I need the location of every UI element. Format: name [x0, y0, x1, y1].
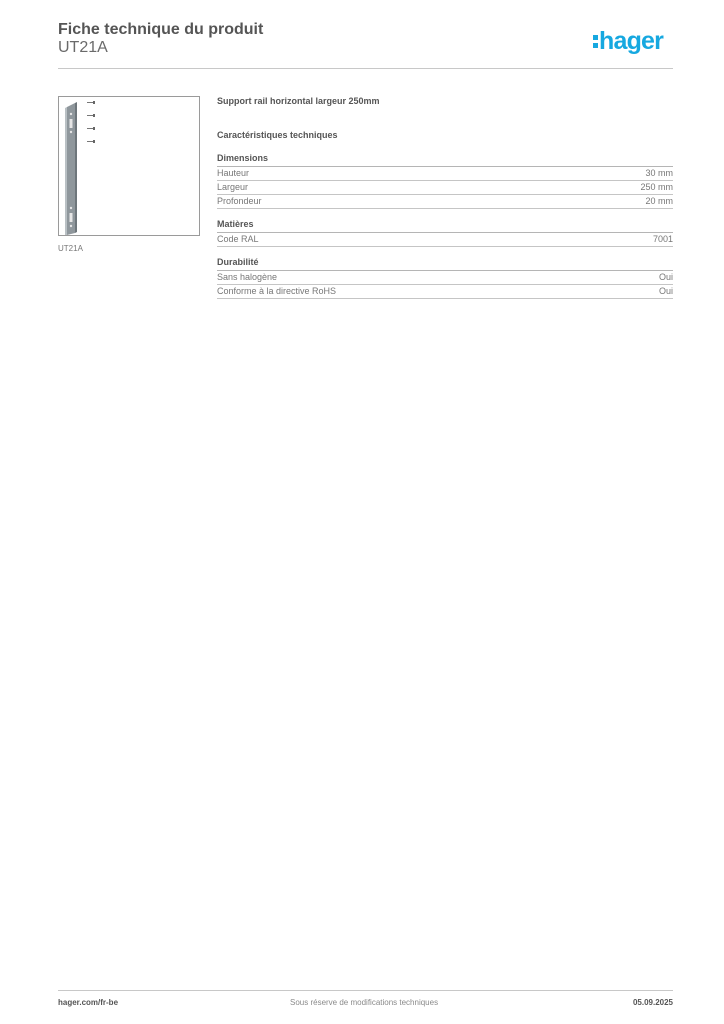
technical-content: Support rail horizontal largeur 250mm Ca… [217, 96, 673, 299]
row-label: Conforme à la directive RoHS [217, 286, 337, 296]
screw-icon [87, 140, 95, 143]
website-link[interactable]: hager.com/fr-be [58, 998, 119, 1007]
footer-date: 05.09.2025 [632, 998, 673, 1007]
row-value: Oui [658, 286, 673, 296]
group-title: Dimensions [217, 153, 673, 167]
row-label: Largeur [217, 182, 249, 192]
screw-icon [87, 127, 95, 130]
row-value: Oui [658, 272, 673, 282]
screw-icon [87, 114, 95, 117]
rail-support-icon [65, 102, 77, 235]
group-dimensions: Dimensions Hauteur 30 mm Largeur 250 mm Pr… [217, 153, 673, 209]
group-title: Durabilité [217, 257, 673, 271]
characteristics-title: Caractéristiques techniques [217, 130, 338, 140]
header-divider [58, 68, 673, 69]
footer-disclaimer: Sous réserve de modifications techniques [290, 998, 439, 1007]
table-row: Largeur 250 mm [217, 181, 673, 195]
row-label: Sans halogène [217, 272, 278, 282]
logo-text: hager [599, 27, 664, 55]
row-label: Profondeur [217, 196, 262, 206]
row-label: Code RAL [217, 234, 259, 244]
row-value: 250 mm [640, 182, 673, 192]
table-row: Sans halogène Oui [217, 271, 673, 285]
group-matieres: Matières Code RAL 7001 [217, 219, 673, 247]
document-header: Fiche technique du produit UT21A [58, 20, 673, 57]
row-value: 20 mm [645, 196, 673, 206]
footer-divider [58, 990, 673, 991]
product-description: Support rail horizontal largeur 250mm [217, 96, 380, 106]
product-code: UT21A [58, 39, 108, 56]
hager-logo: hager [593, 27, 664, 55]
table-row: Hauteur 30 mm [217, 167, 673, 181]
product-image [58, 96, 200, 236]
table-row: Profondeur 20 mm [217, 195, 673, 209]
screw-icon [87, 101, 95, 104]
document-title: Fiche technique du produit [58, 21, 264, 38]
table-row: Conforme à la directive RoHS Oui [217, 285, 673, 299]
row-value: 30 mm [645, 168, 673, 178]
row-value: 7001 [652, 234, 673, 244]
table-row: Code RAL 7001 [217, 233, 673, 247]
image-caption: UT21A [58, 244, 83, 253]
group-title: Matières [217, 219, 673, 233]
row-label: Hauteur [217, 168, 250, 178]
